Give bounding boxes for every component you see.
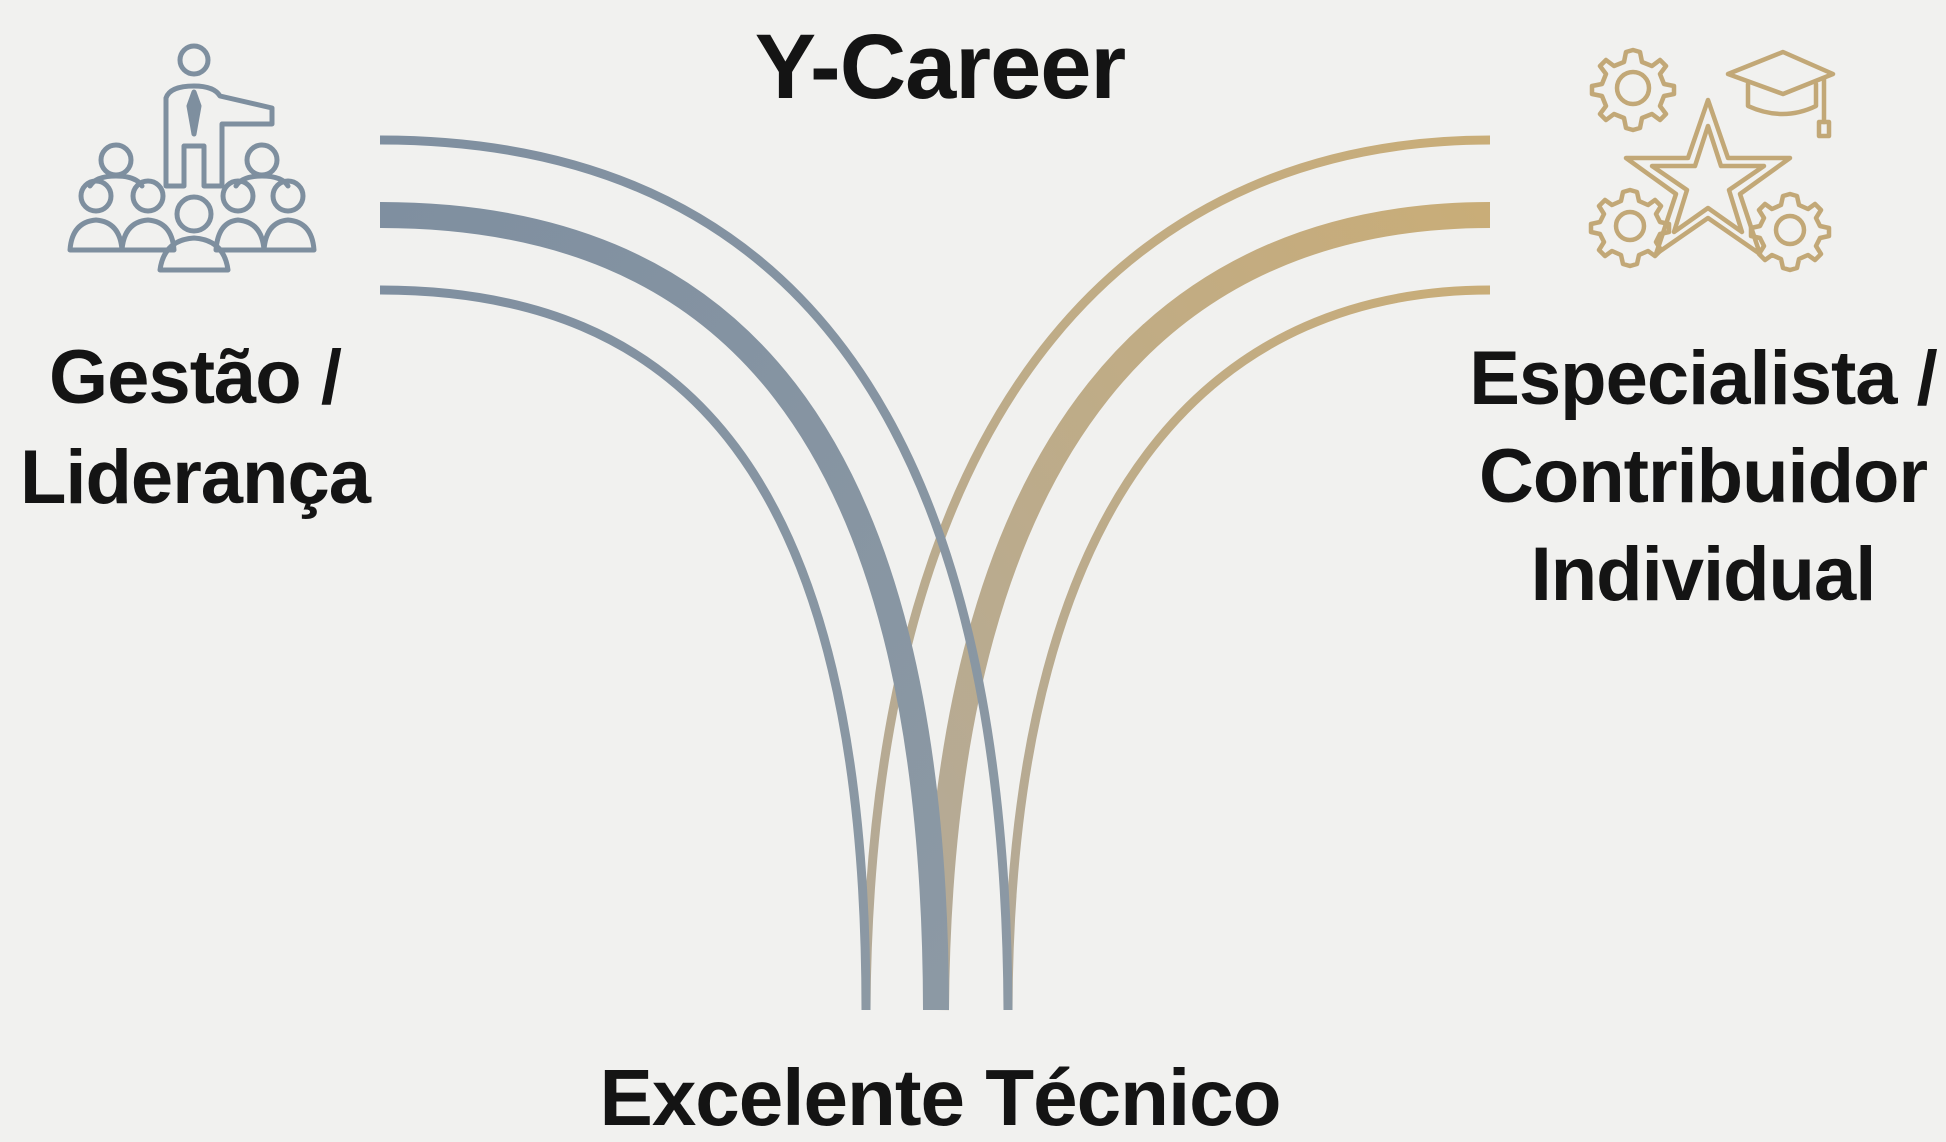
leader-presenting-to-team-icon bbox=[67, 43, 317, 273]
technical-excellence-base-label: Excelente Técnico bbox=[599, 1053, 1281, 1142]
management-path-main bbox=[379, 202, 949, 1011]
specialist-label-line-2: Contribuidor bbox=[1478, 434, 1928, 519]
specialist-path-main bbox=[923, 202, 1491, 1011]
management-path-outer bbox=[379, 135, 1013, 1011]
management-label-line-1: Gestão / bbox=[49, 335, 342, 420]
specialist-label-line-3: Individual bbox=[1530, 532, 1877, 617]
management-label-line-2: Liderança bbox=[19, 435, 371, 520]
diagram-title: Y-Career bbox=[754, 16, 1126, 118]
specialist-branch-paths bbox=[861, 135, 1491, 1011]
management-path-label: Gestão / Liderança bbox=[0, 328, 390, 528]
specialist-path-inner bbox=[1003, 285, 1491, 1011]
management-path-inner bbox=[379, 285, 871, 1011]
specialist-path-outer bbox=[861, 135, 1491, 1011]
specialist-label-line-1: Especialista / bbox=[1469, 336, 1938, 421]
specialist-path-label: Especialista / Contribuidor Individual bbox=[1460, 330, 1946, 624]
star-gears-graduation-cap-icon bbox=[1588, 47, 1836, 273]
management-branch-paths bbox=[379, 135, 1013, 1011]
